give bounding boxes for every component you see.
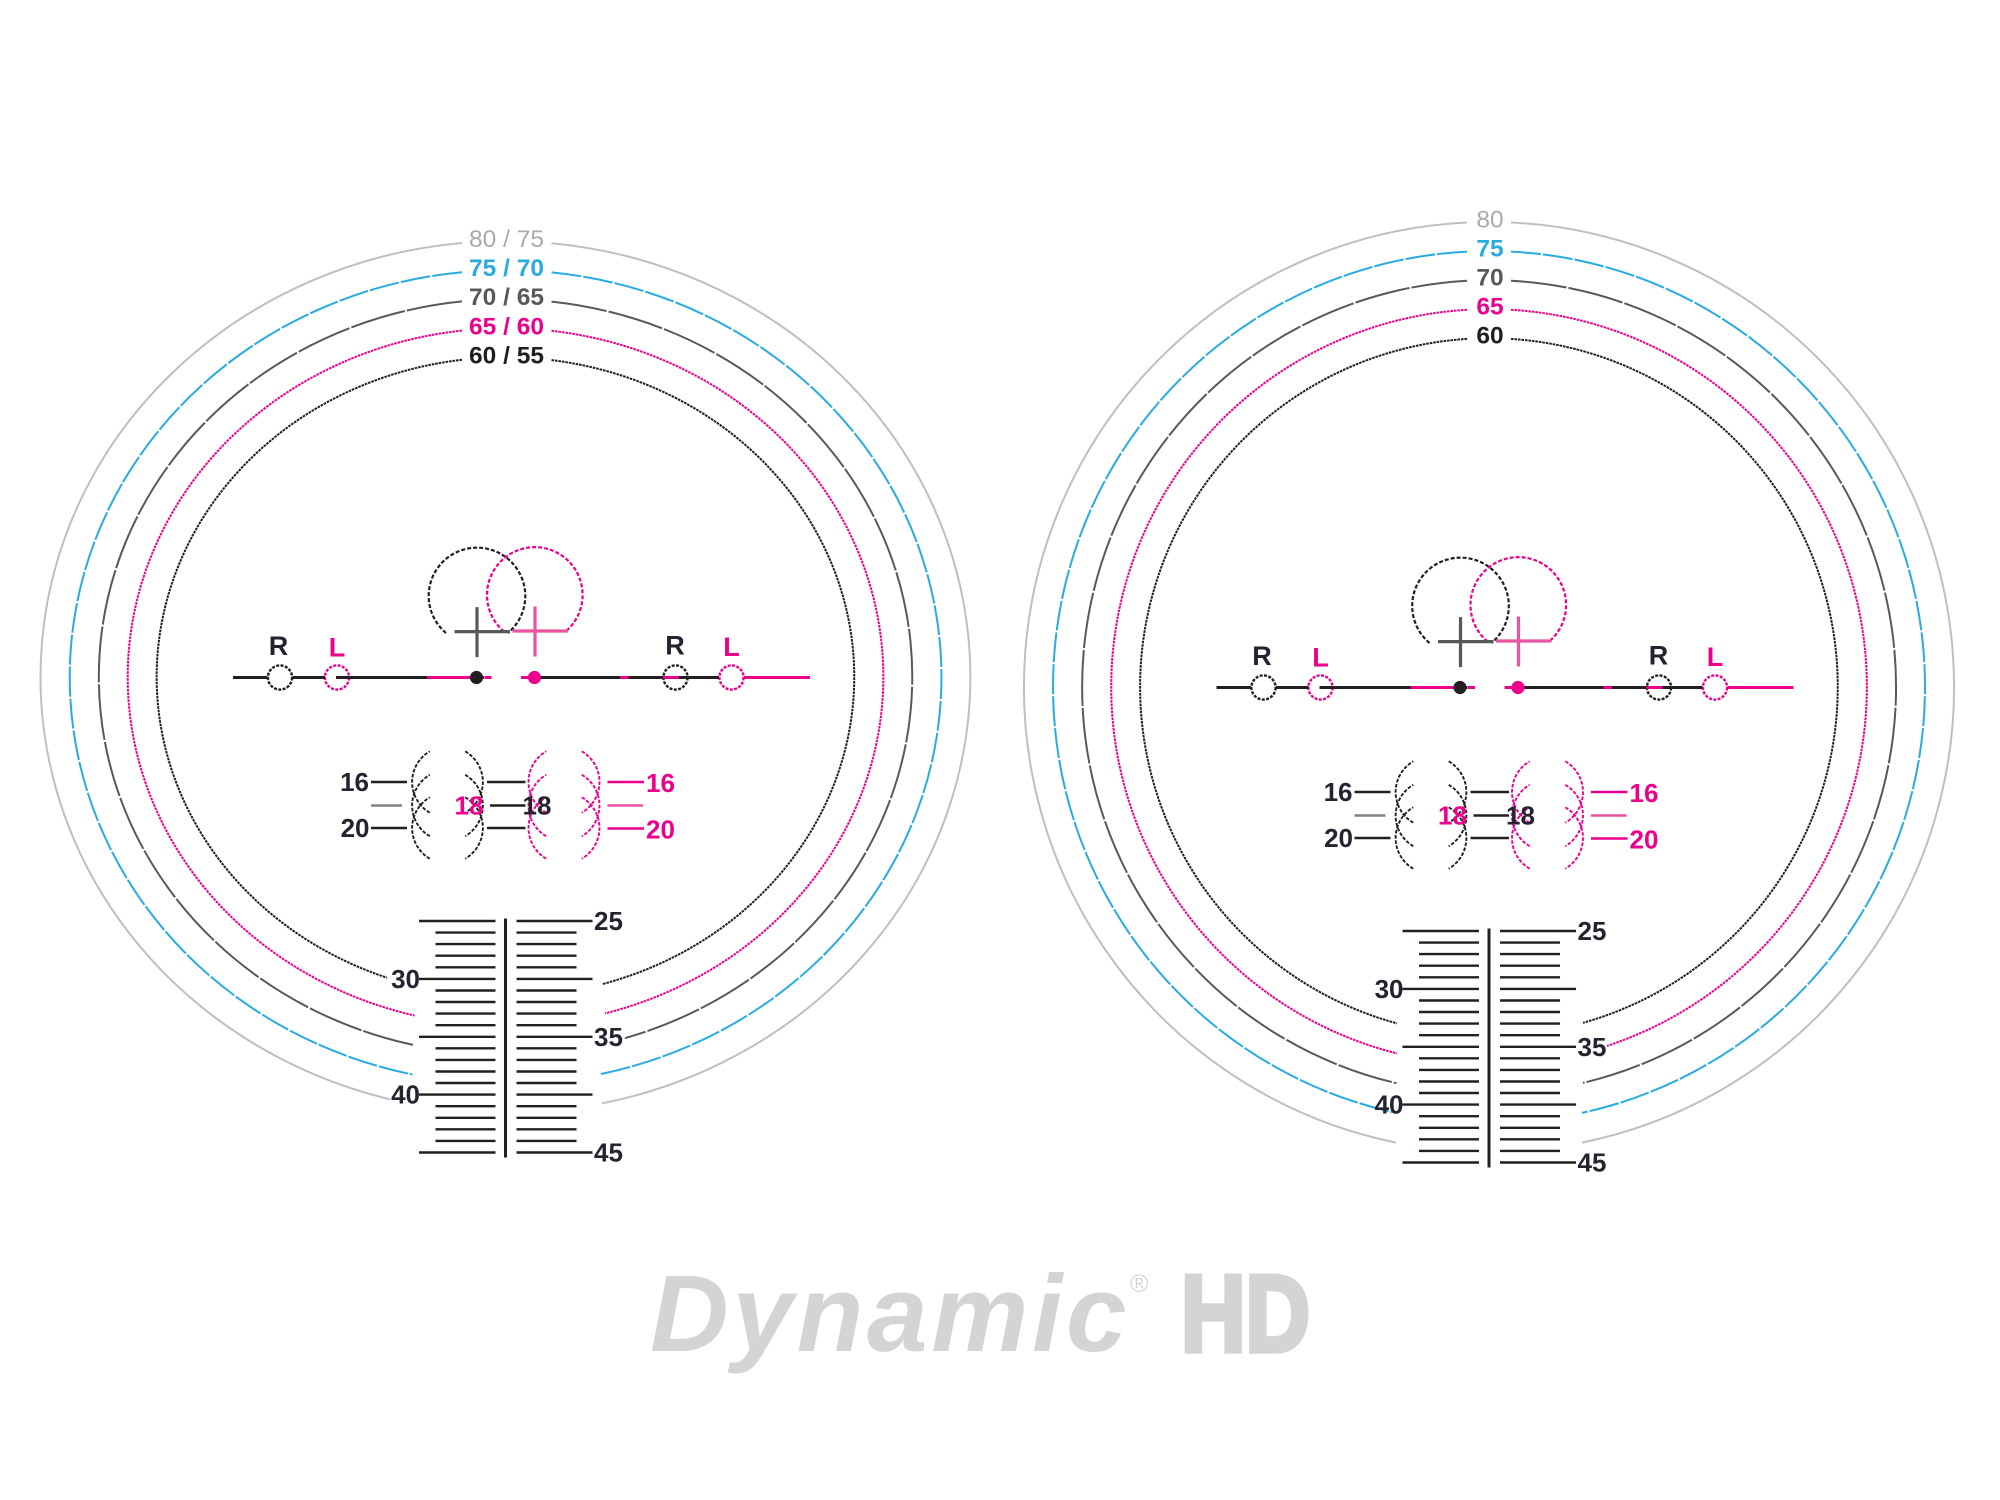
svg-text:70: 70	[1476, 265, 1503, 292]
svg-text:70 / 65: 70 / 65	[469, 284, 544, 311]
svg-text:75 / 70: 75 / 70	[469, 255, 544, 282]
svg-text:L: L	[723, 632, 740, 662]
svg-text:HD: HD	[1181, 1254, 1310, 1375]
svg-text:65 / 60: 65 / 60	[469, 313, 544, 340]
svg-text:Dynamic: Dynamic	[650, 1253, 1130, 1375]
svg-text:16: 16	[340, 767, 369, 797]
svg-text:45: 45	[594, 1138, 623, 1168]
svg-text:16: 16	[646, 768, 675, 798]
svg-text:60: 60	[1476, 323, 1503, 350]
svg-text:25: 25	[594, 906, 623, 936]
svg-text:R: R	[665, 631, 685, 661]
svg-text:18: 18	[523, 791, 552, 821]
svg-text:80 / 75: 80 / 75	[469, 226, 544, 253]
svg-text:40: 40	[391, 1080, 420, 1110]
svg-text:18: 18	[455, 791, 484, 821]
svg-text:65: 65	[1476, 294, 1503, 321]
svg-text:L: L	[329, 633, 346, 663]
svg-text:20: 20	[646, 815, 675, 845]
svg-text:30: 30	[391, 964, 420, 994]
svg-text:20: 20	[341, 813, 370, 843]
svg-text:60 / 55: 60 / 55	[469, 342, 544, 369]
svg-text:35: 35	[594, 1022, 623, 1052]
svg-text:75: 75	[1476, 236, 1503, 263]
svg-text:80: 80	[1476, 207, 1503, 234]
svg-text:®: ®	[1130, 1270, 1149, 1298]
svg-text:R: R	[269, 631, 289, 661]
